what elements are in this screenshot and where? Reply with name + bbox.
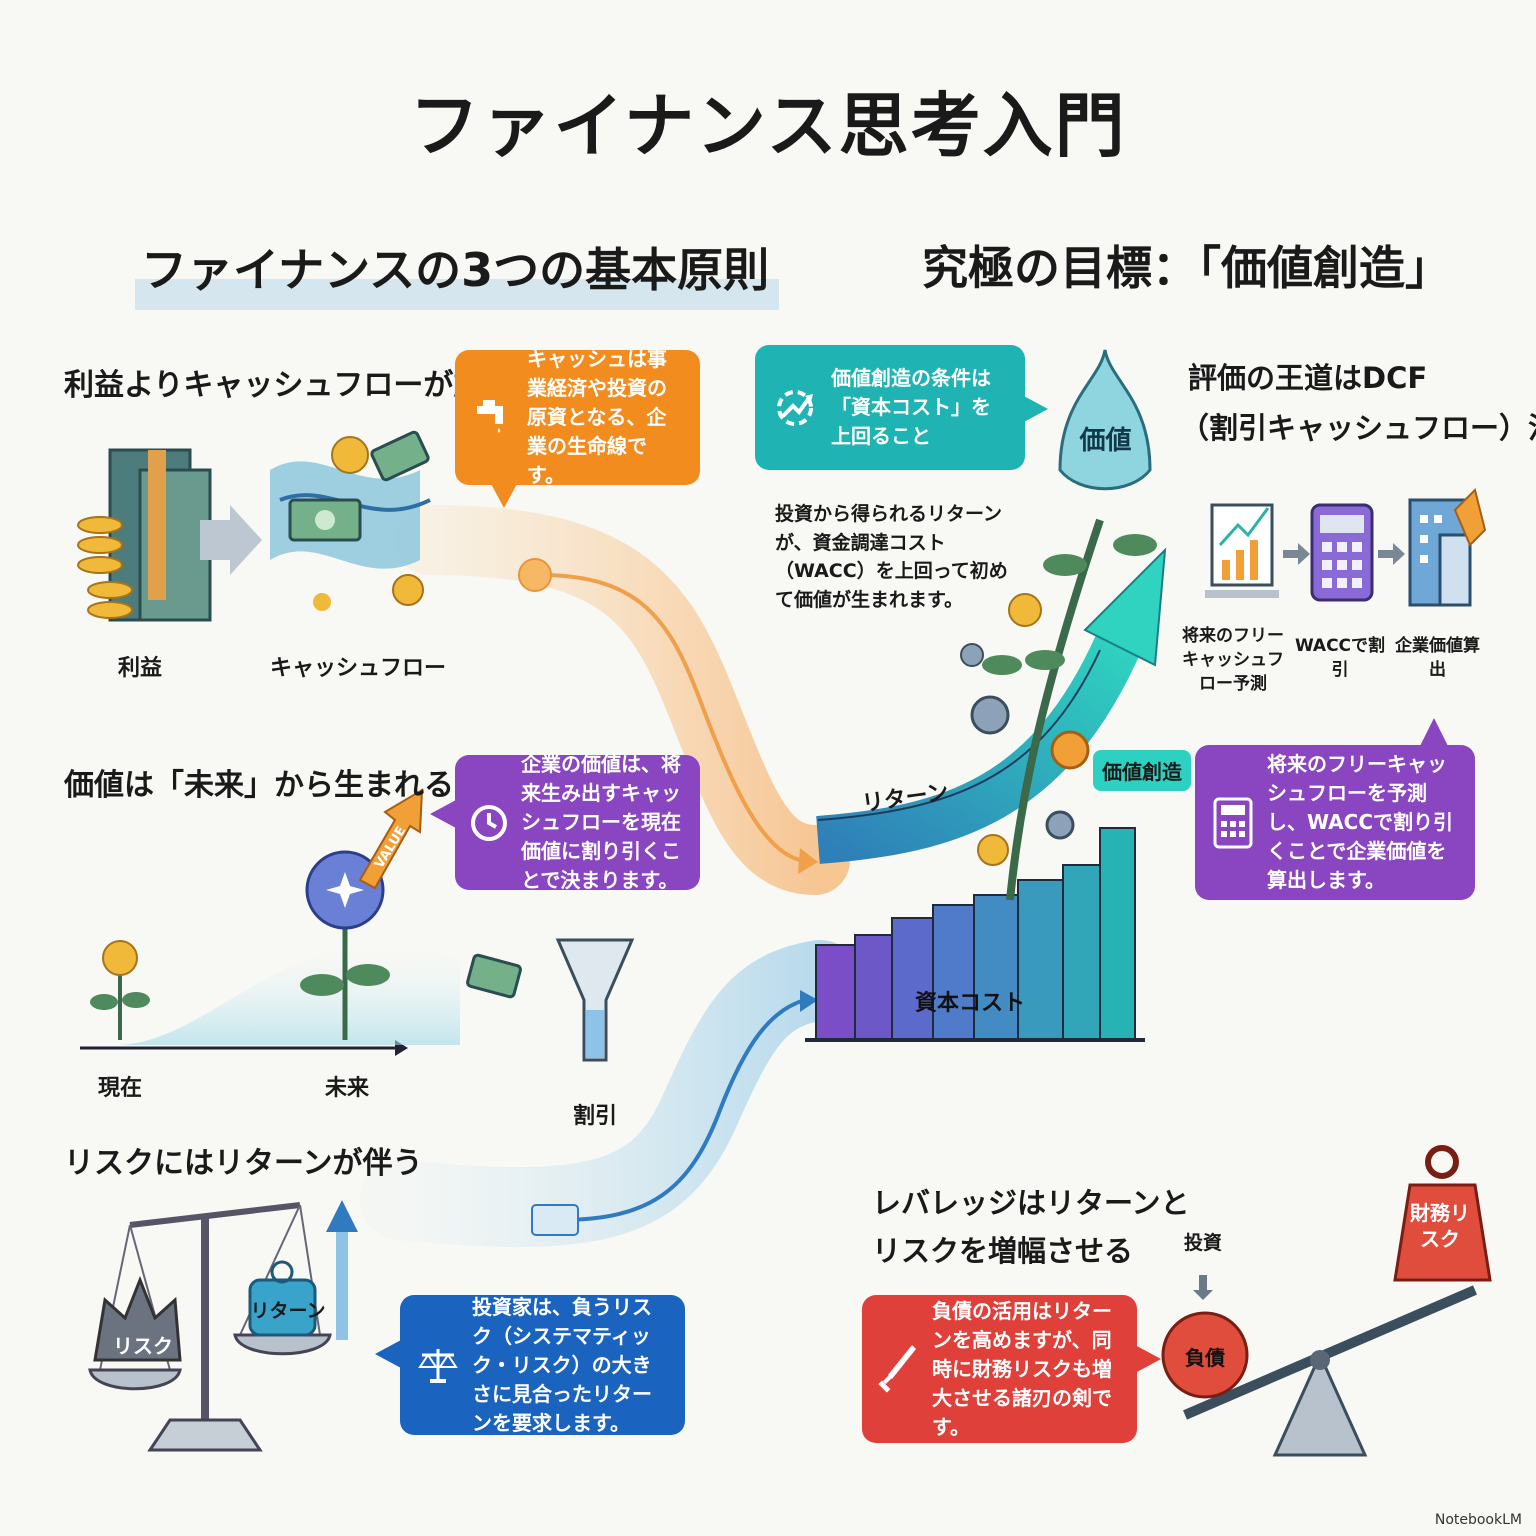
left-section-title: ファイナンスの3つの基本原則 [135,232,780,310]
dcf-title-line2: （割引キャッシュフロー）法 [1180,411,1536,445]
growth-cycle-icon [777,389,813,426]
weight-icon [1393,1145,1492,1282]
cashflow-label: キャッシュフロー [270,656,447,681]
future-label: 未来 [324,1076,369,1101]
funnel-icon [555,938,635,1062]
dcf-step-wacc: WACCで割引 [1294,636,1386,680]
debt-label: 負債 [1185,1346,1225,1370]
return-arrow [816,630,1142,864]
coin-icon [518,558,552,592]
callout-pointer [1420,718,1448,746]
faucet-icon [477,399,503,432]
seesaw-icon [1183,1285,1477,1457]
banknote-icon [531,1204,579,1236]
leverage-callout: 負債の活用はリターンを高めますが、同時に財務リスクも増大させる諸刃の剣です。 [862,1295,1137,1443]
callout-pointer [430,800,456,828]
leverage-title-line1: レバレッジはリターンと [872,1186,1190,1220]
cashflow-wave-icon [270,430,431,611]
value-explanation-text: 投資から得られるリターンが、資金調達コスト（WACC）を上回って初めて価値が生ま… [775,503,1008,611]
value-plant-icon [960,349,1157,901]
return-label: リターン [250,1300,326,1322]
clock-icon [471,804,507,841]
scale-icon [418,1349,458,1383]
principle-2-title: 価値は「未来」から生まれる [64,768,454,803]
dcf-step-enterprise-value: 企業価値算出 [1395,636,1480,680]
principle-2-callout-text: 企業の価値は、将来生み出すキャッシュフローを現在価値に割り引くことで決まります。 [521,752,681,892]
principle-1-title: 利益よりキャッシュフローが重要 [64,368,514,403]
risk-label: リスク [113,1334,173,1358]
arrow-right-icon [1378,543,1405,565]
discount-label: 割引 [572,1104,617,1129]
capital-cost-bars [805,827,1145,1042]
value-creation-badge: 価値創造 [1093,750,1191,791]
page-title: ファイナンス思考入門 [409,85,1127,167]
principle-3-callout-text: 投資家は、負うリスク（システマティック・リスク）の大きさに見合ったリターンを要求… [472,1294,652,1435]
capital-cost-label: 資本コスト [914,991,1025,1016]
value-condition-callout: 価値創造の条件は「資本コスト」を上回ること [755,345,1025,470]
debt-ball-icon [1161,1311,1249,1399]
risk-return-flow [360,940,860,1248]
financial-risk-label: 財務リスク [1410,1201,1470,1251]
value-explanation: 投資から得られるリターンが、資金調達コスト（WACC）を上回って初めて価値が生ま… [775,500,1025,614]
building-icon [1408,488,1487,607]
arrow-down-icon [1193,1275,1213,1300]
value-label: 価値 [1079,426,1132,456]
investment-label: 投資 [1183,1232,1222,1254]
callout-pointer [375,1340,401,1368]
arrow-right-icon [1283,543,1310,565]
dcf-step-forecast: 将来のフリーキャッシュフロー予測 [1182,626,1284,694]
dcf-callout-text: 将来のフリーキャッシュフローを予測し、WACCで割り引くことで企業価値を算出しま… [1267,752,1453,892]
callout-pointer [490,482,518,508]
money-stack-icon [77,448,212,622]
value-condition-text: 価値創造の条件は「資本コスト」を上回ること [831,366,991,448]
forecast-chart-icon [1205,503,1279,598]
arrow-right-icon [200,505,262,575]
notebooklm-watermark: NotebookLM [1434,1512,1522,1528]
right-section-title: 究極の目標：「価値創造」 [922,241,1451,295]
balance-scale-icon [88,1202,332,1452]
profit-label: 利益 [117,656,162,681]
seedling-icon [90,940,150,1040]
banknote-icon [466,953,522,999]
principle-1-callout: キャッシュは事業経済や投資の原資となる、企業の生命線です。 [455,347,700,487]
principle-3-callout: 投資家は、負うリスク（システマティック・リスク）の大きさに見合ったリターンを要求… [400,1295,685,1435]
sword-icon [878,1345,916,1393]
calculator-icon [1213,797,1253,848]
present-label: 現在 [97,1076,142,1101]
dcf-title-line1: 評価の王道はDCF [1188,361,1428,395]
calculator-icon [1310,503,1374,602]
value-arrow-icon [358,788,424,890]
leverage-title-line2: リスクを増幅させる [872,1234,1134,1268]
principle-3-title: リスクにはリターンが伴う [64,1146,423,1181]
up-arrow-icon [326,1200,358,1340]
growing-plant-icon [300,850,390,1040]
principle-2-callout: 企業の価値は、将来生み出すキャッシュフローを現在価値に割り引くことで決まります。 [455,752,700,892]
principle-1-callout-text: キャッシュは事業経済や投資の原資となる、企業の生命線です。 [527,347,667,487]
leverage-callout-text: 負債の活用はリターンを高めますが、同時に財務リスクも増大させる諸刃の剣です。 [932,1298,1112,1439]
callout-pointer [1022,395,1048,423]
dcf-callout: 将来のフリーキャッシュフローを予測し、WACCで割り引くことで企業価値を算出しま… [1195,745,1475,900]
callout-pointer [1135,1345,1161,1373]
